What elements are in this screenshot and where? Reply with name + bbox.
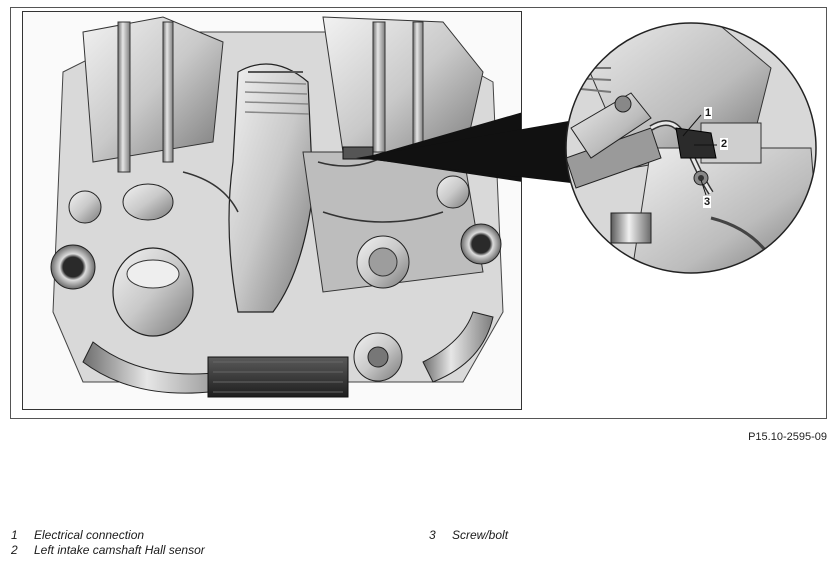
legend-text: Electrical connection (34, 528, 145, 542)
figure-id: P15.10-2595-09 (748, 431, 827, 443)
legend-item: 1 Electrical connection (11, 528, 205, 543)
figure-frame: 1 2 3 (10, 7, 827, 419)
callout-1: 1 (704, 107, 713, 119)
detail-magnifier (356, 22, 817, 274)
legend-text: Screw/bolt (452, 528, 509, 542)
legend-text: Left intake camshaft Hall sensor (34, 543, 205, 557)
legend-left: 1 Electrical connection 2 Left intake ca… (11, 528, 205, 558)
engine-drawing (50, 16, 521, 398)
callout-2: 2 (720, 138, 729, 150)
legend-right: 3 Screw/bolt (429, 528, 508, 543)
legend-number: 3 (429, 528, 436, 542)
callout-3: 3 (703, 196, 712, 208)
legend-number: 1 (11, 528, 18, 542)
legend-item: 3 Screw/bolt (429, 528, 508, 543)
legend-number: 2 (11, 543, 18, 557)
engine-illustration (22, 11, 522, 410)
legend-item: 2 Left intake camshaft Hall sensor (11, 543, 205, 558)
